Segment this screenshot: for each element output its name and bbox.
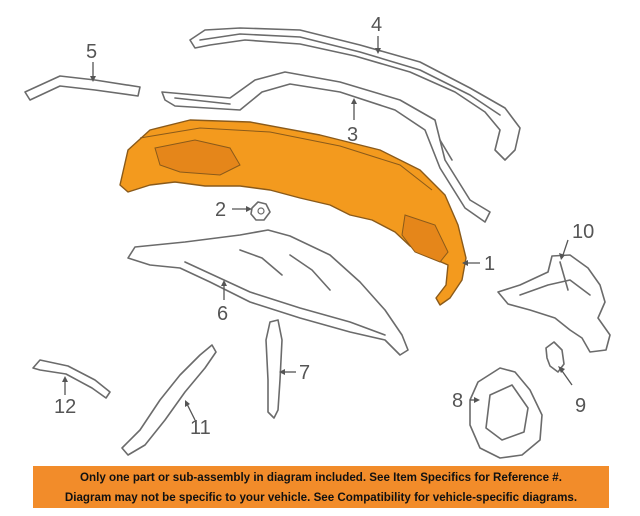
callout-6: 6 [217,303,228,325]
part-5-trim-strip [24,75,141,101]
callout-2: 2 [215,199,226,221]
disclaimer-line-2: Diagram may not be specific to your vehi… [64,491,578,504]
disclaimer-banner: Only one part or sub-assembly in diagram… [33,466,609,508]
callout-9: 9 [575,395,586,417]
part-12-strip [32,359,111,399]
callout-11: 11 [190,417,211,439]
part-4-upper-trim [189,27,521,161]
callout-8: 8 [452,390,463,412]
part-1-bumper-cover [119,119,467,306]
callout-4: 4 [371,14,382,36]
callout-12: 12 [54,396,76,418]
leader-lines [62,36,573,421]
part-11-side-molding [121,344,217,456]
callout-10: 10 [572,221,594,243]
callout-3: 3 [347,124,358,146]
callout-1: 1 [484,253,495,275]
disclaimer-line-1: Only one part or sub-assembly in diagram… [80,471,562,484]
callout-7: 7 [299,362,310,384]
callout-5: 5 [86,41,97,63]
part-6-diffuser [127,229,409,356]
part-2-fastener [250,201,271,221]
part-8-housing [469,367,543,459]
part-3-lower-trim [161,71,491,223]
part-10-bracket [497,254,611,353]
part-7-vertical-bracket [265,319,283,419]
